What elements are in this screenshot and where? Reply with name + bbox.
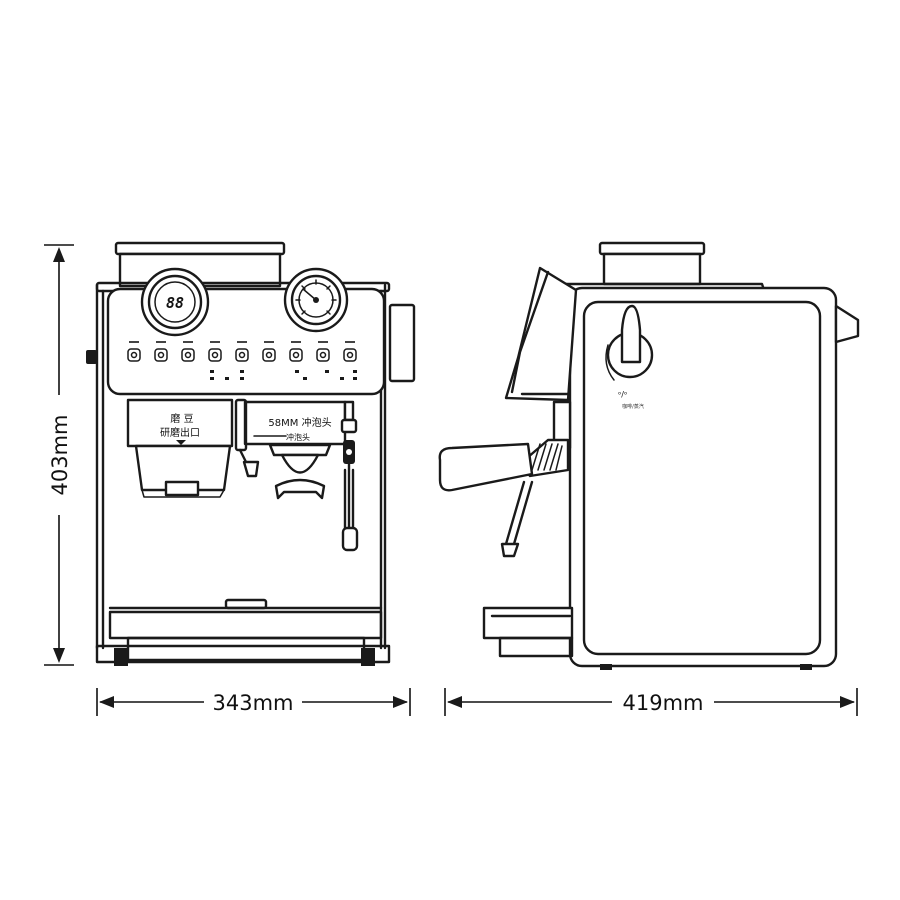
grinder-label-line1: 磨 豆: [170, 413, 193, 425]
cradle-clip: [164, 480, 200, 497]
front-steam-wand: [234, 398, 260, 478]
side-body: [568, 286, 838, 668]
side-nose: [834, 304, 860, 344]
front-width-dimension: 343mm: [96, 688, 411, 716]
front-view: 88: [86, 241, 416, 666]
portafilter-basket: [280, 453, 320, 474]
descale-icon[interactable]: [343, 341, 357, 362]
drip-tray: [95, 598, 391, 666]
brew-head: 58MM 冲泡头 冲泡头: [243, 400, 347, 500]
hot-water-icon[interactable]: [262, 341, 276, 362]
indicator-text: [210, 370, 357, 380]
brew-head-label: 58MM 冲泡头: [268, 416, 331, 429]
brew-head-sublabel: 冲泡头: [286, 432, 310, 442]
hopper-lid: [114, 241, 286, 256]
side-knob-icon: [86, 350, 97, 364]
double-cup-icon[interactable]: [235, 341, 249, 362]
clean-icon[interactable]: [316, 341, 330, 362]
steam-knob-label: 咖啡/蒸汽: [622, 403, 644, 410]
grinder-label-line2: 研磨出口: [160, 426, 200, 439]
side-view: ᵒ/ᵒ 咖啡/蒸汽: [438, 241, 860, 670]
display-dial: [140, 267, 210, 337]
height-label: 403mm: [48, 415, 72, 496]
side-depth-dimension: 419mm: [444, 688, 858, 716]
side-depth-label: 419mm: [623, 691, 704, 715]
dose-icon[interactable]: [181, 341, 195, 362]
height-dimension: 403mm: [44, 244, 74, 666]
grind-icon[interactable]: [154, 341, 168, 362]
button-row: [127, 341, 357, 362]
cup-icon[interactable]: [208, 341, 222, 362]
side-drip-tray: [482, 606, 812, 670]
front-width-label: 343mm: [213, 691, 294, 715]
steam-knob: ᵒ/ᵒ 咖啡/蒸汽: [605, 304, 654, 410]
power-icon[interactable]: [127, 341, 141, 362]
steam-knob-icons: ᵒ/ᵒ: [618, 390, 627, 399]
portafilter-handle: [438, 442, 534, 492]
side-control-panel: [504, 266, 578, 402]
portafilter-spout: [274, 478, 326, 500]
steam-icon[interactable]: [289, 341, 303, 362]
side-panel: [388, 303, 416, 383]
grinder-outlet: 磨 豆 研磨出口: [126, 398, 234, 498]
display-digits: 88: [166, 294, 184, 312]
side-portafilter: [438, 400, 572, 558]
hot-water-wand: [340, 400, 359, 552]
